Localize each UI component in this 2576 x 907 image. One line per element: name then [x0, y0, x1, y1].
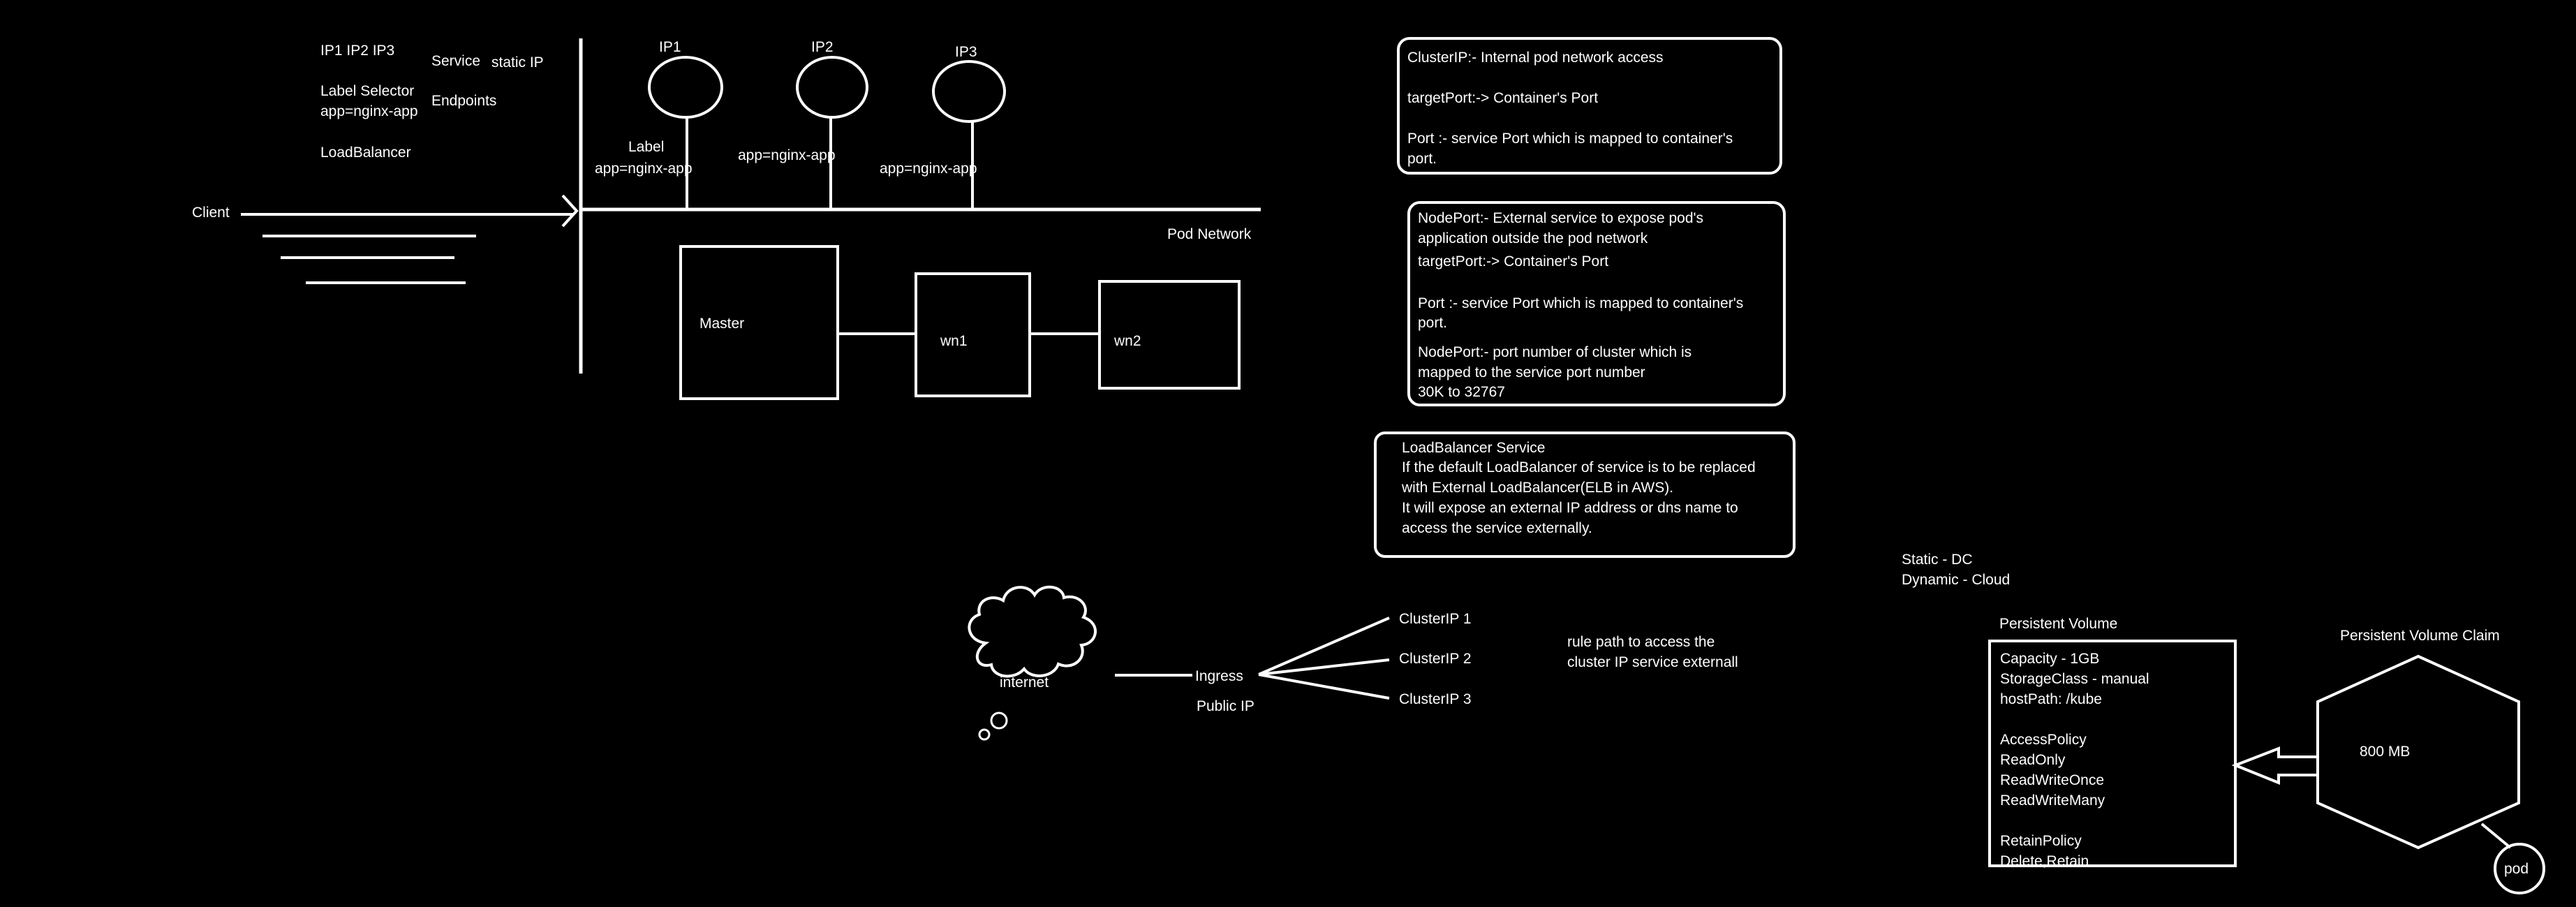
pod-1-ip: IP1 — [659, 39, 681, 55]
clusterip-line-3: Port :- service Port which is mapped to … — [1407, 131, 1733, 147]
ingress-label: Ingress — [1195, 668, 1243, 684]
pod-3-circle — [932, 60, 1006, 123]
pod-label: pod — [2504, 861, 2529, 877]
pv-line-6: ReadWriteOnce — [2000, 772, 2104, 788]
pod-1-circle — [648, 56, 723, 119]
clusterip-line-2: targetPort:-> Container's Port — [1407, 90, 1598, 106]
clusterip-line-4: port. — [1407, 151, 1437, 167]
nodeport-note: NodePort:- External service to expose po… — [1407, 201, 1786, 406]
pvc-to-pv-arrow — [2231, 746, 2319, 785]
ingress-route-1 — [1258, 617, 1390, 676]
service-notes: IP1 IP2 IP3 Service static IP Label Sele… — [320, 43, 544, 161]
pv-line-4: AccessPolicy — [2000, 732, 2087, 748]
pv-line-3: hostPath: /kube — [2000, 691, 2102, 707]
pod-circle — [2494, 843, 2545, 894]
rule-text-1: rule path to access the — [1567, 634, 1715, 650]
pv-line-8: RetainPolicy — [2000, 833, 2082, 849]
loadbalancer-line-5: access the service externally. — [1402, 520, 1592, 536]
loadbalancer-line-1: LoadBalancer Service — [1402, 440, 1545, 456]
static-dc-text: Static - DC — [1902, 552, 1973, 568]
ingress-route-3 — [1258, 673, 1390, 700]
pod-3: IP3 app=nginx-app — [880, 44, 1006, 209]
internet-cloud-icon — [968, 585, 1097, 678]
pod-2-circle — [796, 56, 868, 119]
loadbalancer-text: LoadBalancer — [320, 145, 411, 161]
pv-line-1: Capacity - 1GB — [2000, 651, 2099, 667]
nodeport-line-1: NodePort:- External service to expose po… — [1418, 210, 1703, 226]
cloud-bubble-large — [990, 711, 1008, 730]
clusterip-target-1: ClusterIP 1 — [1399, 611, 1472, 627]
pod-1-label: app=nginx-app — [595, 161, 693, 177]
client-label: Client — [192, 205, 230, 221]
ip-list-text: IP1 IP2 IP3 — [320, 43, 394, 59]
dynamic-cloud-text: Dynamic - Cloud — [1902, 572, 2010, 588]
pv-line-7: ReadWriteMany — [2000, 792, 2105, 809]
loadbalancer-note: LoadBalancer Service If the default Load… — [1374, 432, 1796, 558]
nodeport-note-box — [1407, 201, 1786, 406]
clusterip-line-1: ClusterIP:- Internal pod network access — [1407, 50, 1664, 66]
pod-1: IP1 Label app=nginx-app — [595, 39, 723, 209]
pv-title: Persistent Volume — [1999, 616, 2117, 632]
wn2-node-box — [1098, 280, 1241, 390]
pod-3-ip: IP3 — [955, 44, 977, 60]
ingress-route-2 — [1258, 658, 1390, 676]
pod-network: Pod Network — [579, 38, 1261, 374]
pvc-hexagon — [2316, 654, 2520, 850]
pod-2-label: app=nginx-app — [738, 147, 836, 163]
pv-box — [1988, 640, 2237, 867]
storage-group: Static - DC Dynamic - Cloud Persistent V… — [1902, 552, 2545, 894]
client-arrow-head — [561, 194, 579, 228]
public-ip-label: Public IP — [1197, 698, 1254, 714]
service-text: Service — [431, 53, 480, 69]
master-node-box — [679, 245, 839, 400]
wn1-node-label: wn1 — [940, 333, 968, 349]
internet-label: internet — [1000, 674, 1049, 691]
label-selector-text: Label Selector — [320, 83, 414, 99]
cluster-nodes: Master wn1 wn2 — [679, 245, 1241, 400]
static-ip-text: static IP — [491, 54, 544, 71]
nodeport-line-2: application outside the pod network — [1418, 230, 1648, 246]
pv-line-2: StorageClass - manual — [2000, 671, 2149, 687]
nodeport-line-4: Port :- service Port which is mapped to … — [1418, 295, 1743, 311]
selector-value-text: app=nginx-app — [320, 103, 418, 119]
master-node-label: Master — [699, 316, 744, 332]
nodeport-line-3: targetPort:-> Container's Port — [1418, 253, 1608, 270]
clusterip-note-box — [1397, 37, 1782, 175]
pvc-title: Persistent Volume Claim — [2340, 628, 2500, 644]
clusterip-target-3: ClusterIP 3 — [1399, 691, 1472, 707]
loadbalancer-note-box — [1374, 432, 1796, 558]
nodeport-line-7: mapped to the service port number — [1418, 364, 1645, 381]
pod-network-label: Pod Network — [1167, 226, 1252, 242]
pod-2: IP2 app=nginx-app — [738, 39, 868, 209]
loadbalancer-line-2: If the default LoadBalancer of service i… — [1402, 459, 1756, 475]
loadbalancer-line-3: with External LoadBalancer(ELB in AWS). — [1401, 480, 1673, 496]
endpoints-text: Endpoints — [431, 93, 496, 109]
pvc-pod-link — [2480, 823, 2512, 849]
ingress-group: internet Ingress Public IP ClusterIP 1 C… — [968, 585, 1738, 741]
pod-2-ip: IP2 — [811, 39, 834, 55]
pv-line-5: ReadOnly — [2000, 752, 2066, 768]
clusterip-note: ClusterIP:- Internal pod network access … — [1397, 37, 1782, 175]
wn2-node-label: wn2 — [1113, 333, 1141, 349]
pvc-size-label: 800 MB — [2360, 744, 2410, 760]
pv-line-9: Delete,Retain — [2000, 853, 2089, 869]
client-group: Client — [192, 194, 579, 284]
clusterip-target-2: ClusterIP 2 — [1399, 651, 1472, 667]
loadbalancer-line-4: It will expose an external IP address or… — [1402, 500, 1738, 516]
nodeport-line-8: 30K to 32767 — [1418, 384, 1505, 400]
rule-text-2: cluster IP service externall — [1567, 654, 1738, 670]
nodeport-line-6: NodePort:- port number of cluster which … — [1418, 344, 1692, 360]
cloud-bubble-small — [978, 728, 991, 741]
wn1-node-box — [915, 272, 1031, 397]
nodeport-line-5: port. — [1418, 315, 1447, 331]
pod-3-label: app=nginx-app — [880, 161, 977, 177]
pod-1-label-title: Label — [628, 139, 664, 155]
